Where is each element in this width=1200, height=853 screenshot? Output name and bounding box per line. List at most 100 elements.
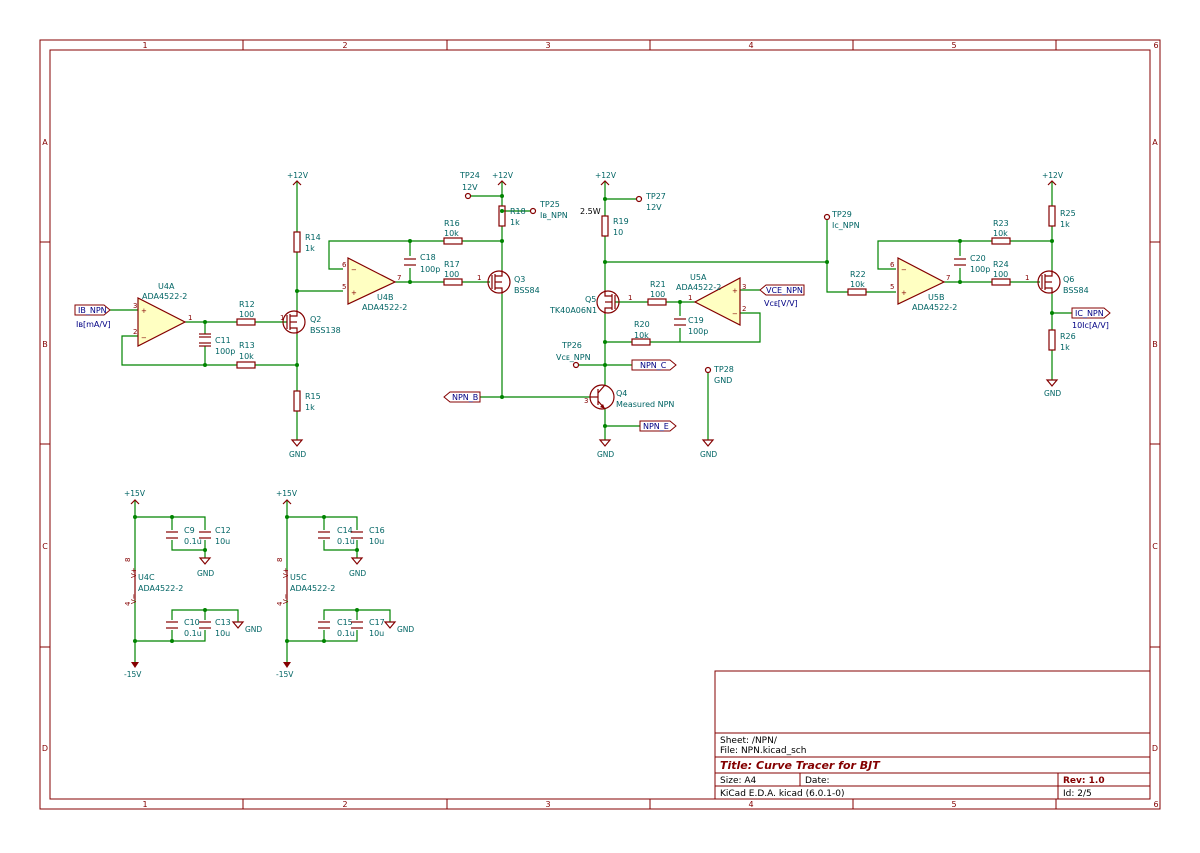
- tb-rev: Rev: 1.0: [1063, 776, 1105, 786]
- svg-text:Q5: Q5: [585, 295, 596, 304]
- junctions: [133, 194, 1054, 643]
- svg-text:IB_NPN: IB_NPN: [78, 306, 107, 315]
- svg-text:5: 5: [890, 283, 894, 291]
- grid-labels: 1 2 3 4 5 6 1 2 3 4 5 6 A B C D A B C D: [42, 41, 1159, 809]
- hier-label-npn-c[interactable]: NPN_C: [631, 359, 677, 371]
- capacitor-c19[interactable]: C19 100p: [674, 316, 708, 336]
- tb-id: Id: 2/5: [1063, 789, 1092, 799]
- svg-text:12V: 12V: [462, 183, 478, 192]
- resistor-r26[interactable]: R26 1k: [1048, 329, 1076, 352]
- resistor-r17[interactable]: R17 100: [443, 260, 463, 286]
- svg-text:R24: R24: [993, 260, 1009, 269]
- svg-text:100: 100: [650, 290, 665, 299]
- hier-label-npn-e[interactable]: NPN_E: [639, 420, 677, 432]
- svg-text:1k: 1k: [305, 244, 315, 253]
- svg-text:IC_NPN: IC_NPN: [1075, 309, 1104, 318]
- svg-text:4: 4: [276, 601, 284, 606]
- svg-text:1: 1: [477, 274, 481, 282]
- svg-text:+: +: [732, 287, 738, 295]
- capacitor-c15[interactable]: C15 0.1u: [318, 618, 355, 638]
- testpoint-tp29[interactable]: TP29 Iᴄ_NPN: [823, 210, 860, 230]
- resistor-r13[interactable]: R13 10k: [236, 341, 256, 369]
- svg-text:1k: 1k: [1060, 220, 1070, 229]
- capacitor-c13[interactable]: C13 10u: [199, 618, 231, 638]
- hier-label-ic-npn[interactable]: IC_NPN 10Iᴄ[A/V]: [1071, 307, 1111, 330]
- svg-text:0.1u: 0.1u: [337, 537, 355, 546]
- capacitor-c14[interactable]: C14 0.1u: [318, 526, 355, 546]
- svg-text:2: 2: [133, 328, 137, 336]
- resistor-r18[interactable]: R18 1k: [498, 205, 526, 227]
- resistor-r19[interactable]: R19 10 2.5W: [580, 207, 629, 237]
- capacitor-c17[interactable]: C17 10u: [351, 618, 385, 638]
- u4c-val: ADA4522-2: [138, 584, 183, 593]
- svg-text:GND: GND: [397, 625, 414, 634]
- svg-text:C10: C10: [184, 618, 200, 627]
- svg-text:GND: GND: [1044, 389, 1061, 398]
- hier-label-npn-b[interactable]: NPN_B: [443, 391, 481, 403]
- opamp-u5c[interactable]: 8 V+ V− 4 U5C ADA4522-2: [276, 558, 335, 606]
- col-label: 3: [545, 41, 550, 50]
- sheet-frame: [39, 39, 1161, 810]
- capacitor-c12[interactable]: C12 10u: [199, 526, 231, 546]
- testpoint-tp27[interactable]: TP27 12V: [635, 192, 666, 212]
- mosfet-q2[interactable]: 1 Q2 BSS138: [280, 310, 341, 335]
- svg-text:C11: C11: [215, 336, 231, 345]
- mosfet-q3[interactable]: 1 Q3 BSS84: [477, 270, 540, 295]
- capacitor-c9[interactable]: C9 0.1u: [166, 526, 202, 546]
- svg-text:TK40A06N1: TK40A06N1: [549, 306, 597, 315]
- capacitor-c10[interactable]: C10 0.1u: [166, 618, 202, 638]
- mosfet-q6[interactable]: 1 Q6 BSS84: [1025, 270, 1089, 295]
- svg-text:C15: C15: [337, 618, 353, 627]
- svg-text:+12V: +12V: [287, 171, 309, 180]
- capacitor-c16[interactable]: C16 10u: [351, 526, 385, 546]
- testpoint-tp28[interactable]: TP28 GND: [704, 365, 734, 385]
- power-symbols: +12V +12V +12V +12V +15V +15V -15V: [124, 171, 1064, 679]
- resistor-r20[interactable]: R20 10k: [631, 320, 651, 346]
- resistor-r12[interactable]: R12 100: [236, 300, 256, 326]
- row-label: D: [1152, 744, 1158, 753]
- svg-text:Q4: Q4: [616, 389, 627, 398]
- svg-text:3: 3: [133, 302, 137, 310]
- resistor-r25[interactable]: R25 1k: [1048, 205, 1076, 229]
- capacitor-c18[interactable]: C18 100p: [404, 253, 440, 274]
- svg-text:R20: R20: [634, 320, 650, 329]
- svg-text:V−: V−: [282, 593, 290, 604]
- svg-text:GND: GND: [197, 569, 214, 578]
- svg-text:1k: 1k: [1060, 343, 1070, 352]
- r19-power-note: 2.5W: [580, 207, 601, 216]
- testpoint-tp26[interactable]: TP26 Vᴄᴇ_NPN: [556, 341, 591, 369]
- bjt-q4[interactable]: 3 Q4 Measured NPN: [584, 384, 674, 410]
- capacitor-c11[interactable]: C11 100p: [199, 333, 235, 356]
- u5c-ref: U5C: [290, 573, 307, 582]
- u5c-val: ADA4522-2: [290, 584, 335, 593]
- wires: [110, 181, 1072, 662]
- testpoint-tp25[interactable]: TP25 Iʙ_NPN: [529, 200, 568, 220]
- col-label: 2: [342, 800, 347, 809]
- resistor-r14[interactable]: R14 1k: [293, 231, 321, 253]
- opamp-u4c[interactable]: 8 V+ V− 4 U4C ADA4522-2: [124, 558, 183, 606]
- resistor-r22[interactable]: R22 10k: [847, 270, 867, 296]
- capacitor-c20[interactable]: C20 100p: [954, 254, 990, 274]
- resistor-r16[interactable]: R16 10k: [443, 219, 463, 245]
- hier-label-ib-npn[interactable]: IB_NPN Iʙ[mA/V]: [74, 304, 111, 329]
- resistor-r23[interactable]: R23 10k: [991, 219, 1011, 245]
- svg-text:V−: V−: [130, 593, 138, 604]
- opamp-u4a[interactable]: +− 321 U4A ADA4522-2: [133, 282, 192, 347]
- opamp-u5b[interactable]: −+ 657 U5B ADA4522-2: [890, 257, 957, 312]
- svg-text:NPN_B: NPN_B: [452, 393, 478, 402]
- gnd-u4c-top: GND: [197, 557, 214, 578]
- svg-text:R21: R21: [650, 280, 666, 289]
- resistor-r21[interactable]: R21 100: [647, 280, 667, 306]
- testpoint-tp24[interactable]: TP24 12V: [459, 171, 480, 200]
- title-block: Sheet: /NPN/ File: NPN.kicad_sch Title: …: [714, 670, 1151, 800]
- opamp-u4b[interactable]: −+ 657 U4B ADA4522-2: [342, 257, 407, 312]
- opamp-u5a[interactable]: +− 321 U5A ADA4522-2: [676, 273, 746, 326]
- resistor-r15[interactable]: R15 1k: [293, 390, 321, 412]
- resistor-r24[interactable]: R24 100: [991, 260, 1011, 286]
- svg-text:100: 100: [993, 270, 1008, 279]
- row-label: C: [1152, 542, 1158, 551]
- hier-label-vce-npn[interactable]: VCE_NPN Vᴄᴇ[V/V]: [759, 284, 805, 308]
- gnd-q2: GND: [289, 439, 306, 459]
- mosfet-q5[interactable]: 1 Q5 TK40A06N1: [549, 290, 632, 315]
- svg-text:8: 8: [124, 558, 132, 562]
